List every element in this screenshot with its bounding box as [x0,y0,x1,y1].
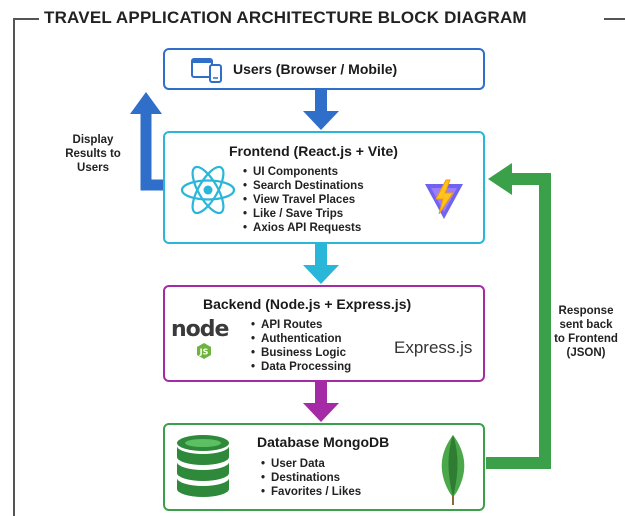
diagram-title: TRAVEL APPLICATION ARCHITECTURE BLOCK DI… [44,8,527,27]
database-item: User Data [261,457,361,471]
frontend-items: UI Components Search Destinations View T… [243,165,364,235]
annotation-line: Results to [65,148,121,160]
arrow-frontend-to-backend [303,244,339,284]
arrow-users-to-frontend [303,90,339,130]
frontend-item: Search Destinations [243,179,364,193]
arrow-response-to-frontend [486,163,551,469]
express-icon: Express.js [394,338,473,357]
users-box: Users (Browser / Mobile) [163,48,485,90]
frontend-box-label: Frontend (React.js + Vite) [229,143,398,159]
frontend-item: Like / Save Trips [243,207,364,221]
database-items: User Data Destinations Favorites / Likes [261,457,361,499]
database-box: Database MongoDB User Data Destinations … [163,423,485,511]
annotation-line: to Frontend [554,333,618,345]
vite-icon [425,179,463,219]
node-logo-text: node [171,317,229,342]
react-icon [180,165,236,215]
annotation-line: (JSON) [566,347,606,359]
backend-item: Data Processing [251,360,351,374]
backend-items: API Routes Authentication Business Logic… [251,318,351,374]
backend-box-label: Backend (Node.js + Express.js) [203,296,412,312]
frontend-item: Axios API Requests [243,221,364,235]
users-box-label: Users (Browser / Mobile) [233,61,398,77]
frontend-box: Frontend (React.js + Vite) UI Components… [163,131,485,244]
frontend-item: View Travel Places [243,193,364,207]
annotation-line: sent back [559,319,613,331]
annotation-line: Display [72,134,114,146]
frame-left [13,18,15,516]
backend-item: Business Logic [251,346,351,360]
annotation-line: Response [558,305,614,317]
mongodb-leaf-icon [441,435,465,505]
display-results-annotation: Display Results to Users [53,133,133,175]
database-item: Destinations [261,471,361,485]
backend-item: API Routes [251,318,351,332]
database-box-label: Database MongoDB [257,434,390,450]
arrow-display-results [130,92,163,191]
frame-top-right [604,18,625,20]
device-icon [191,58,222,83]
frame-top-left [13,18,39,20]
svg-text:JS: JS [199,348,209,357]
backend-box: Backend (Node.js + Express.js) node JS A… [163,285,485,382]
node-icon: node JS [171,317,237,359]
response-annotation: Response sent back to Frontend (JSON) [547,304,625,360]
arrow-backend-to-database [303,382,339,422]
backend-item: Authentication [251,332,351,346]
database-icon [177,435,229,497]
database-item: Favorites / Likes [261,485,361,499]
frontend-item: UI Components [243,165,364,179]
annotation-line: Users [77,162,109,174]
